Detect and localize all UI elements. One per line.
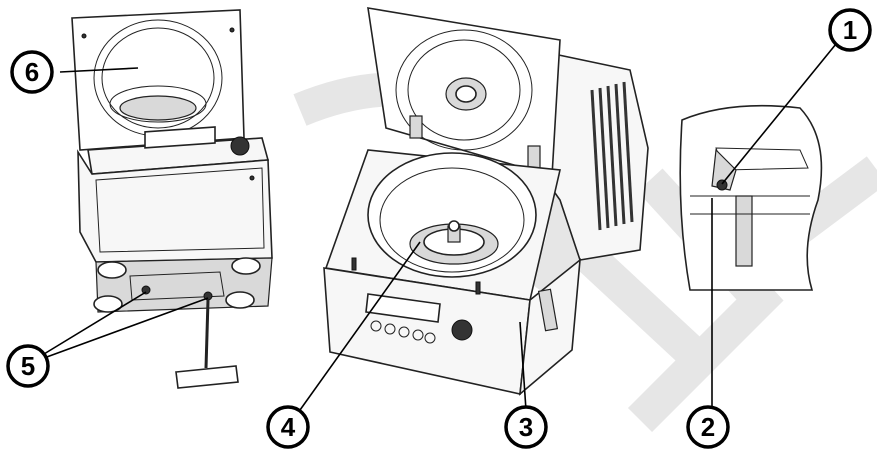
transport-screw-a bbox=[141, 285, 151, 295]
leader-5b bbox=[43, 297, 209, 359]
lock-latch bbox=[735, 195, 753, 267]
leader-3 bbox=[519, 321, 527, 411]
leader-4 bbox=[299, 241, 421, 411]
vent-slots bbox=[590, 81, 634, 231]
centrifuge-left bbox=[71, 9, 273, 389]
leader-lines bbox=[43, 43, 837, 411]
power-switch bbox=[537, 288, 559, 332]
left-knob bbox=[230, 136, 250, 156]
lid-hinge-left bbox=[409, 115, 423, 139]
detail-lid-lock bbox=[679, 104, 823, 291]
callout-6: 6 bbox=[10, 50, 54, 94]
t-handle-grip bbox=[175, 365, 239, 389]
callout-3: 3 bbox=[504, 405, 548, 449]
lid-hinge-right bbox=[527, 145, 541, 169]
leader-6 bbox=[59, 67, 139, 73]
leader-1 bbox=[721, 43, 837, 185]
center-knob bbox=[451, 319, 473, 341]
center-display bbox=[365, 293, 441, 323]
callout-6-label: 6 bbox=[25, 57, 39, 87]
center-lid-window bbox=[395, 29, 533, 151]
t-handle-shaft bbox=[204, 299, 210, 369]
callout-2: 2 bbox=[686, 405, 730, 449]
leader-5a bbox=[43, 291, 147, 355]
callout-5-label: 5 bbox=[21, 351, 35, 381]
left-lid bbox=[71, 9, 245, 151]
lock-hook bbox=[716, 179, 728, 191]
callout-2-label: 2 bbox=[701, 412, 715, 442]
centrifuge-center bbox=[323, 7, 649, 396]
callout-1-label: 1 bbox=[843, 15, 857, 45]
callout-3-label: 3 bbox=[519, 412, 533, 442]
callout-4: 4 bbox=[266, 405, 310, 449]
callout-1: 1 bbox=[828, 8, 872, 52]
control-buttons bbox=[370, 320, 436, 344]
callout-5: 5 bbox=[6, 344, 50, 388]
callout-4-label: 4 bbox=[281, 412, 296, 442]
